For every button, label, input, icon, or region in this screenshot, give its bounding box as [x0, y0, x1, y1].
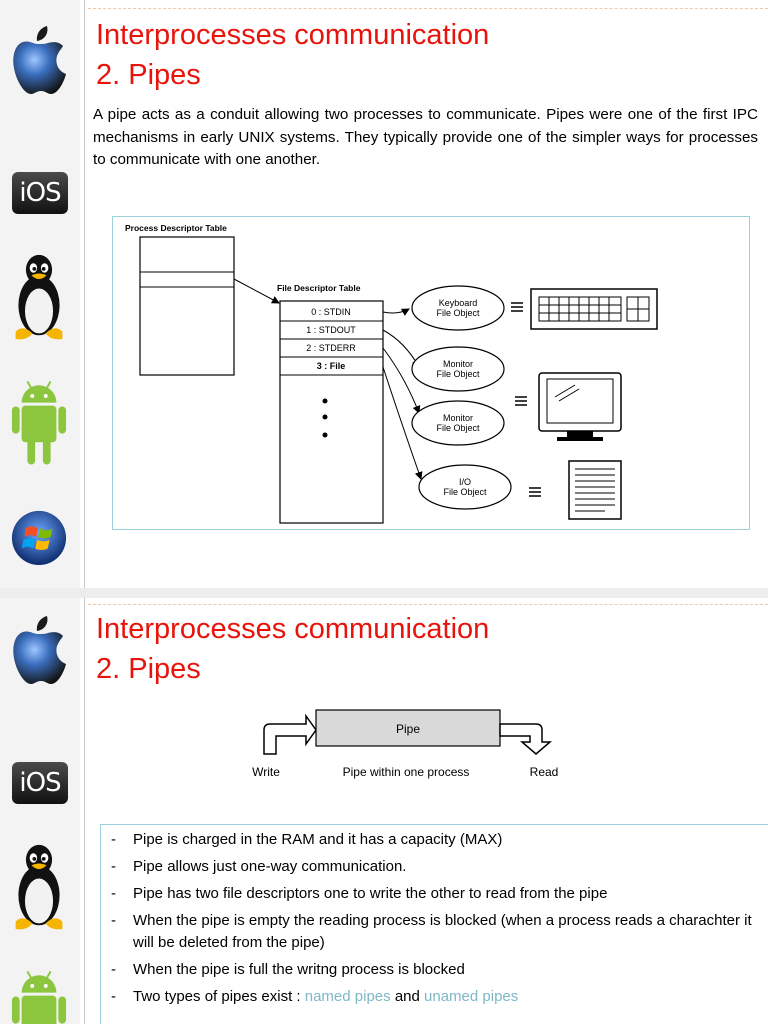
pipe-diagram: Pipe Write Pipe within one process Read	[252, 709, 559, 779]
ios-logo-icon: iOS	[12, 172, 68, 214]
bullet-text: Pipe has two file descriptors one to wri…	[133, 885, 608, 902]
write-label: Write	[252, 765, 280, 779]
bullet-text: Pipe is charged in the RAM and it has a …	[133, 831, 503, 848]
file-descriptor-table	[279, 300, 384, 524]
bullet-list-box: -Pipe is charged in the RAM and it has a…	[100, 824, 768, 1024]
windows-logo-icon	[11, 510, 67, 566]
bullet-list: -Pipe is charged in the RAM and it has a…	[107, 829, 761, 1013]
linux-tux-icon	[15, 254, 63, 340]
pipe-caption: Pipe within one process	[343, 765, 470, 779]
list-item: -Pipe is charged in the RAM and it has a…	[111, 831, 503, 848]
bullet-text: When the pipe is full the writng process…	[133, 961, 465, 978]
unnamed-pipes-link[interactable]: unamed pipes	[424, 988, 519, 1005]
io-file-object	[418, 464, 512, 510]
slide-2: iOS Interprocesses communication 2. Pipe…	[0, 598, 768, 1024]
list-item: -When the pipe is empty the reading proc…	[111, 912, 752, 951]
bullet-text: When the pipe is empty the reading proce…	[133, 912, 752, 951]
process-descriptor-table	[139, 236, 235, 376]
keyboard-icon	[530, 288, 658, 330]
file-table-label: File Descriptor Table	[277, 283, 361, 293]
sidebar: iOS	[0, 0, 80, 588]
list-item: -Pipe has two file descriptors one to wr…	[111, 885, 608, 902]
slide-subtitle: 2. Pipes	[96, 653, 201, 685]
pipe-label: Pipe	[396, 722, 420, 736]
object-label: Monitor	[443, 413, 473, 423]
object-label: I/O	[459, 477, 471, 487]
slide-separator	[0, 588, 768, 598]
descriptor-table-figure: Process Descriptor Table File Descriptor…	[112, 216, 750, 530]
list-item: -Two types of pipes exist : named pipes …	[111, 988, 519, 1005]
document-icon	[568, 460, 622, 520]
slide-1: iOS	[0, 0, 768, 588]
fd-entry: 1 : STDOUT	[306, 325, 356, 335]
sidebar-divider	[84, 0, 85, 588]
sidebar: iOS	[0, 598, 80, 1024]
write-arrow-icon	[263, 713, 317, 755]
object-label: Monitor	[443, 359, 473, 369]
pipe-box	[315, 709, 501, 747]
apple-logo-icon	[13, 616, 66, 684]
monitor-file-object	[411, 346, 505, 392]
fd-entry: 0 : STDIN	[311, 307, 351, 317]
object-label: File Object	[436, 369, 480, 379]
sidebar-divider	[84, 598, 85, 1024]
slide-title: Interprocesses communication	[96, 19, 490, 51]
fd-entry: 2 : STDERR	[306, 343, 356, 353]
process-table-label: Process Descriptor Table	[125, 223, 227, 233]
bullet-text: Pipe allows just one-way communication.	[133, 858, 407, 875]
read-label: Read	[530, 765, 559, 779]
linux-tux-icon	[15, 844, 63, 930]
object-label: Keyboard	[439, 298, 478, 308]
object-label: File Object	[436, 423, 480, 433]
keyboard-file-object	[411, 285, 505, 331]
bullet-text: and	[390, 988, 425, 1005]
object-label: File Object	[443, 487, 487, 497]
android-logo-icon	[11, 970, 67, 1024]
fd-entry: 3 : File	[317, 361, 346, 371]
android-logo-icon	[11, 380, 67, 465]
bullet-text: Two types of pipes exist :	[133, 988, 305, 1005]
list-item: -When the pipe is full the writng proces…	[111, 961, 465, 978]
object-label: File Object	[436, 308, 480, 318]
apple-logo-icon	[13, 26, 66, 94]
read-arrow-icon	[499, 723, 553, 755]
top-rule	[88, 8, 768, 9]
intro-paragraph: A pipe acts as a conduit allowing two pr…	[93, 106, 758, 168]
named-pipes-link[interactable]: named pipes	[304, 988, 391, 1005]
top-rule	[88, 604, 768, 605]
slide-title: Interprocesses communication	[96, 613, 490, 645]
slide-subtitle: 2. Pipes	[96, 59, 201, 91]
ios-logo-icon: iOS	[12, 762, 68, 804]
monitor-file-object	[411, 400, 505, 446]
monitor-icon	[538, 372, 622, 441]
list-item: -Pipe allows just one-way communication.	[111, 858, 407, 875]
